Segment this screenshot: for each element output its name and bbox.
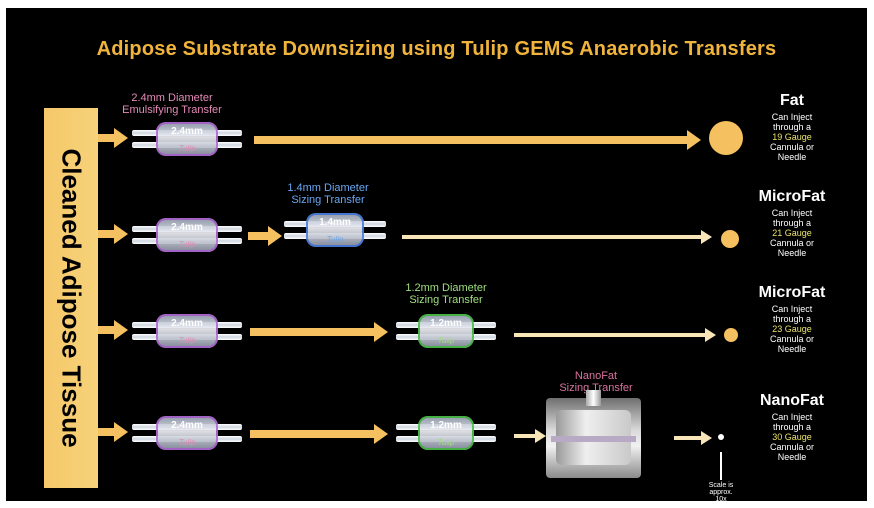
device-2-4mm-row1: 2.4mm Tulip [132,120,242,158]
device-brand-label: Tulip [437,336,455,345]
row3-output-arrow [514,328,716,342]
scale-line3: 10x [715,496,727,501]
fat-dot [709,121,743,155]
output-desc-line: Needle [777,344,807,354]
row3-mid-arrow [250,322,388,342]
label-emulsifying-line2: Emulsifying Transfer [122,104,222,116]
scale-line1: Scale is [708,482,734,489]
device-brand-label: Tulip [437,438,455,447]
label-sizing-1-4mm: 1.4mm Diameter Sizing Transfer [268,182,388,206]
device-brand-label: Tulip [178,144,196,153]
device-size-label: 1.4mm [319,217,351,228]
output-name: MicroFat [758,284,826,301]
output-desc-line: through a [772,422,812,432]
nanofat-device-image [546,390,641,478]
row3-input-arrow [98,320,128,340]
output-desc-line: Needle [777,452,807,462]
nanofat-dot [718,434,724,440]
device-2-4mm-row2: 2.4mm Tulip [132,216,242,254]
output-gauge: 19 Gauge [772,132,812,142]
label-nanofat-sizing: NanoFat Sizing Transfer [536,370,656,394]
output-gauge: 23 Gauge [772,324,812,334]
microfat-dot-2 [724,328,738,342]
output-desc-line: Needle [777,152,807,162]
label-nanofat-line1: NanoFat [574,370,618,382]
label-emulsifying-line1: 2.4mm Diameter [131,92,213,104]
side-label: Cleaned Adipose Tissue [56,148,87,448]
output-name: NanoFat [760,392,824,409]
output-desc-line: Cannula or [769,442,815,452]
label-sizing12-line2: Sizing Transfer [409,294,483,306]
label-sizing-1-2mm: 1.2mm Diameter Sizing Transfer [386,282,506,306]
output-gauge: 30 Gauge [772,432,812,442]
row4-mid2-arrow [514,429,546,443]
device-size-label: 1.2mm [430,420,462,431]
label-nanofat-line2: Sizing Transfer [559,382,633,394]
label-sizing14-line2: Sizing Transfer [291,194,365,206]
scale-line [720,452,722,480]
output-desc-line: through a [772,314,812,324]
device-2-4mm-row3: 2.4mm Tulip [132,312,242,350]
output-microfat-1: MicroFat Can Inject through a 21 Gauge C… [752,188,832,258]
row4-output-arrow [674,431,712,445]
device-size-label: 2.4mm [171,126,203,137]
diagram-title: Adipose Substrate Downsizing using Tulip… [96,38,777,60]
output-desc-line: Can Inject [771,304,813,314]
row4-input-arrow [98,422,128,442]
output-desc-line: through a [772,218,812,228]
device-size-label: 2.4mm [171,318,203,329]
output-desc-line: Needle [777,248,807,258]
label-sizing14-line1: 1.4mm Diameter [287,182,369,194]
output-desc-line: Cannula or [769,334,815,344]
output-desc-line: Cannula or [769,238,815,248]
device-2-4mm-row4: 2.4mm Tulip [132,414,242,452]
label-emulsifying-transfer: 2.4mm Diameter Emulsifying Transfer [102,92,242,116]
device-size-label: 2.4mm [171,420,203,431]
row1-output-arrow [254,130,701,150]
scale-note: Scale is approx. 10x [704,482,738,501]
row4-mid-arrow [250,424,388,444]
device-1-2mm-row4: 1.2mm Tulip [396,414,496,452]
output-desc-line: Cannula or [769,142,815,152]
output-fat: Fat Can Inject through a 19 Gauge Cannul… [752,92,832,162]
label-sizing12-line1: 1.2mm Diameter [405,282,487,294]
device-size-label: 1.2mm [430,318,462,329]
row2-mid-arrow [248,226,282,246]
output-nanofat: NanoFat Can Inject through a 30 Gauge Ca… [752,392,832,462]
output-desc-line: Can Inject [771,208,813,218]
cleaned-adipose-bar [44,108,98,488]
scale-line2: approx. [709,489,733,496]
device-brand-label: Tulip [326,235,344,244]
output-microfat-2: MicroFat Can Inject through a 23 Gauge C… [752,284,832,354]
output-name: MicroFat [758,188,826,205]
output-desc-line: through a [772,122,812,132]
output-gauge: 21 Gauge [772,228,812,238]
output-desc-line: Can Inject [771,412,813,422]
device-brand-label: Tulip [178,438,196,447]
row2-output-arrow [402,230,712,244]
device-1-2mm-row3: 1.2mm Tulip [396,312,496,350]
microfat-dot-1 [721,230,739,248]
device-1-4mm: 1.4mm Tulip [284,211,386,249]
device-brand-label: Tulip [178,336,196,345]
device-size-label: 2.4mm [171,222,203,233]
diagram-slide: Adipose Substrate Downsizing using Tulip… [6,8,867,501]
output-desc-line: Can Inject [771,112,813,122]
row1-input-arrow [98,128,128,148]
row2-input-arrow [98,224,128,244]
output-name: Fat [780,92,804,109]
device-brand-label: Tulip [178,240,196,249]
